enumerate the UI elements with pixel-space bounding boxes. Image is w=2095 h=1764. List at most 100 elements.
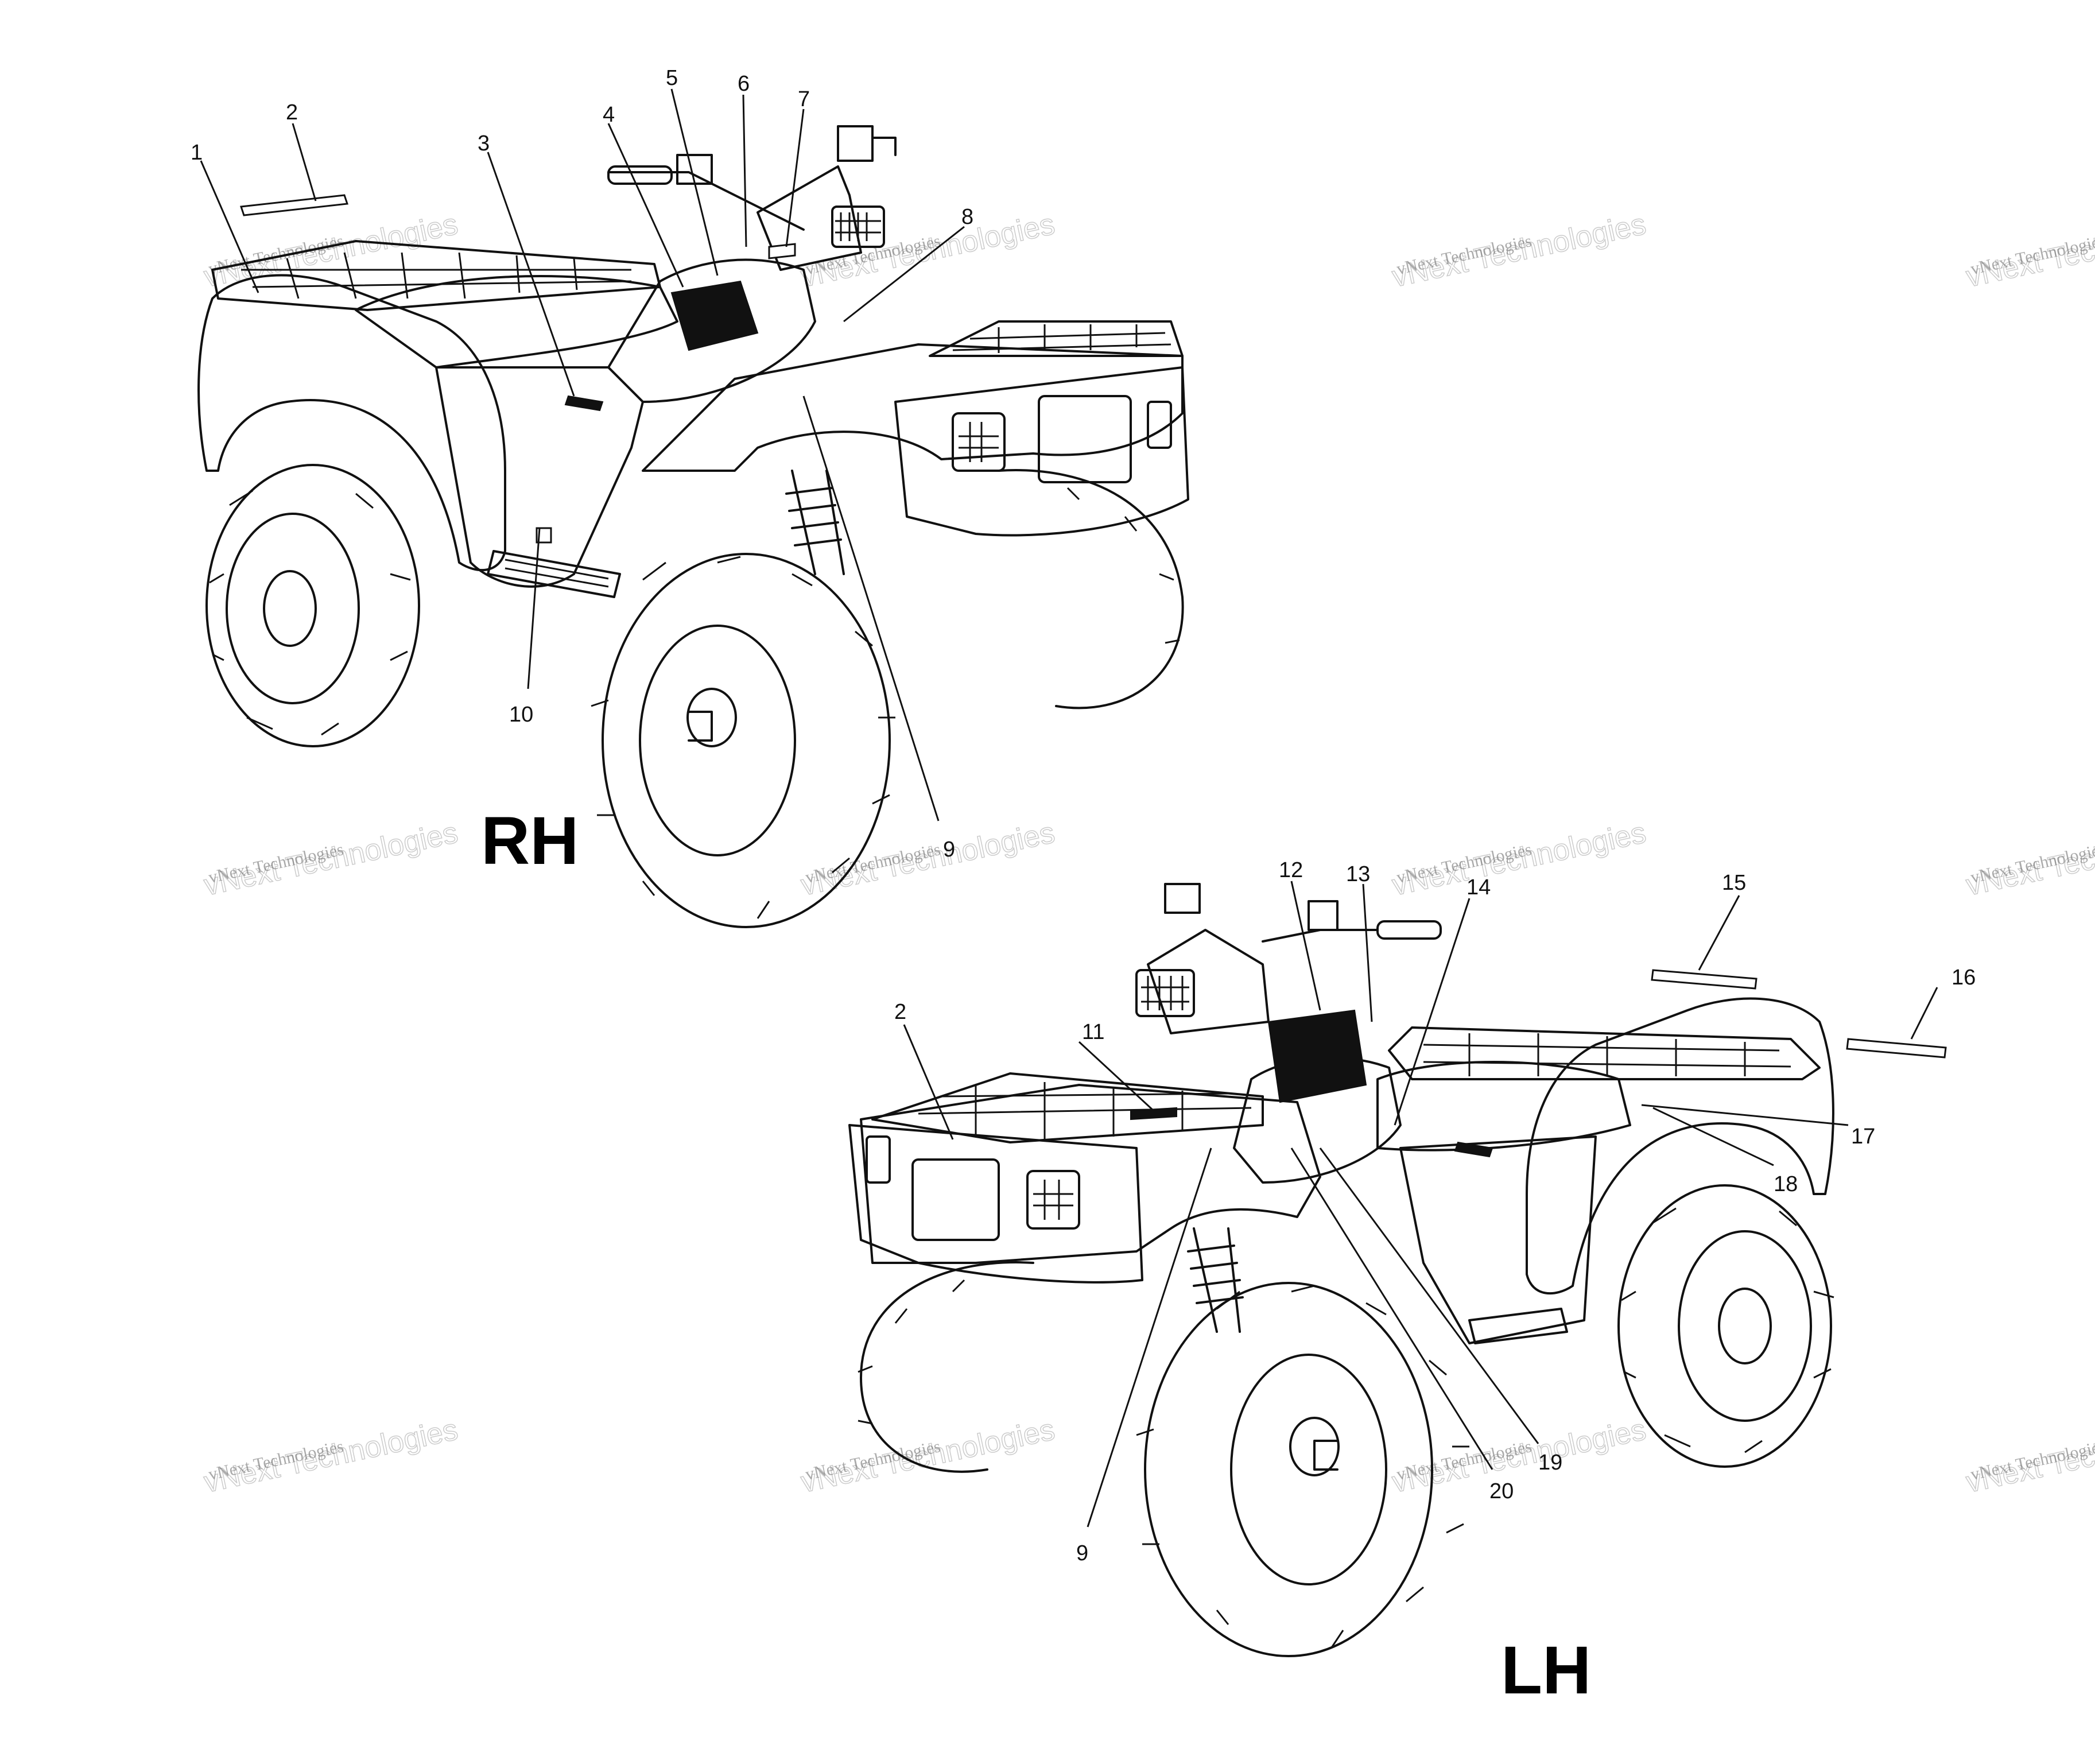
fuel-tank	[607, 258, 816, 403]
callout-7: 7	[798, 87, 810, 111]
callout-8: 8	[961, 205, 973, 229]
decal-7	[768, 243, 796, 259]
leader-18	[1652, 1107, 1774, 1166]
watermark: vNext Technologies vNext Technologies	[1963, 1413, 2095, 1500]
seat-lh	[1376, 1061, 1631, 1152]
callout-19: 19	[1538, 1451, 1562, 1475]
leader-20	[1290, 1147, 1493, 1470]
leader-19	[1319, 1147, 1539, 1444]
front-suspension	[785, 470, 845, 575]
leader-17	[1641, 1104, 1849, 1126]
callout-5: 5	[666, 66, 678, 90]
watermark: vNext Technologies vNext Technologies	[1963, 816, 2095, 903]
callout-11: 11	[1082, 1020, 1104, 1044]
atv-lh-illustration	[848, 883, 1947, 1657]
callout-15: 15	[1722, 871, 1746, 895]
seat	[355, 275, 678, 369]
front-fender	[642, 343, 1184, 472]
leader-lh-9	[1087, 1147, 1212, 1527]
rh-callouts: 1 2 3 4 5 6 7 8 9 10	[191, 66, 973, 862]
leader-12	[1290, 881, 1321, 1011]
leader-5	[670, 88, 719, 276]
front-rack-lh	[871, 1072, 1264, 1143]
leader-lh-2	[903, 1024, 954, 1140]
callout-12: 12	[1279, 858, 1303, 882]
atv-rh-illustration	[197, 125, 1189, 928]
leader-14	[1394, 898, 1471, 1126]
decal-16	[1846, 1038, 1947, 1059]
leader-9	[802, 396, 940, 821]
front-wheel-far-lh	[858, 1261, 1034, 1473]
footrest-lh	[1468, 1308, 1568, 1344]
leader-11	[1078, 1041, 1155, 1112]
rear-wheel-lh	[1617, 1184, 1834, 1468]
front-bumper	[894, 366, 1189, 537]
headlight-pod	[756, 165, 862, 271]
decal-4-model-logo	[670, 280, 759, 351]
front-wheel-near-lh	[1136, 1282, 1469, 1657]
leader-13	[1362, 883, 1373, 1022]
leader-15	[1698, 895, 1740, 971]
callout-18: 18	[1774, 1172, 1798, 1196]
callout-1: 1	[191, 141, 203, 165]
side-panel-lh	[1399, 1135, 1597, 1344]
lh-callouts: 2 11 12 13 14 15 16 17 18 19 20 9	[894, 858, 1976, 1565]
handlebar-lh	[1164, 883, 1442, 943]
callout-lh-9: 9	[1076, 1541, 1088, 1565]
leader-7	[785, 108, 805, 247]
lh-leader-lines	[903, 881, 1938, 1527]
watermark: vNext Technologies vNext Technologies	[201, 1413, 461, 1500]
watermark: vNext Technologies vNext Technologies	[798, 1413, 1058, 1500]
callout-17: 17	[1851, 1125, 1875, 1149]
rh-leader-lines	[200, 88, 965, 821]
front-wheel-far	[998, 469, 1184, 710]
front-bumper-lh	[848, 1124, 1143, 1284]
callout-13: 13	[1346, 862, 1370, 886]
watermark: vNext Technologies vNext Technologies	[798, 816, 1058, 903]
callout-2: 2	[286, 100, 298, 125]
rh-decals	[239, 194, 796, 544]
footrest	[487, 550, 621, 598]
decal-11-brand	[1130, 1107, 1177, 1121]
watermark: vNext Technologies vNext Technologies	[1963, 207, 2095, 294]
decal-15	[1651, 969, 1758, 990]
headlight-pod-lh	[1147, 929, 1270, 1034]
decal-lh-4x4	[1454, 1141, 1493, 1158]
callout-14: 14	[1466, 875, 1491, 900]
decal-13-model-logo	[1267, 1009, 1367, 1103]
callout-16: 16	[1952, 966, 1976, 990]
leader-1	[200, 160, 259, 293]
decal-10	[536, 527, 552, 544]
leader-2	[292, 123, 317, 201]
leader-10	[527, 528, 541, 689]
callout-10: 10	[509, 703, 533, 727]
decal-2-rear-rack	[239, 194, 349, 216]
view-label-lh: LH	[1501, 1633, 1591, 1708]
leader-6	[742, 94, 747, 247]
front-fender-lh	[860, 1084, 1321, 1264]
leader-16	[1910, 987, 1938, 1040]
watermark: vNext Technologies vNext Technologies	[1389, 816, 1650, 903]
callout-lh-2: 2	[894, 1000, 906, 1024]
front-suspension-lh	[1187, 1227, 1244, 1333]
lh-decals	[1130, 969, 1947, 1158]
leader-3	[487, 152, 575, 397]
view-label-rh: RH	[481, 803, 579, 879]
rear-fender	[197, 274, 506, 571]
front-rack	[929, 320, 1184, 357]
rear-rack-lh	[1388, 1026, 1821, 1080]
handlebar	[607, 125, 897, 231]
leader-8	[843, 226, 965, 323]
watermark: vNext Technologies vNext Technologies	[1389, 207, 1650, 294]
front-wheel-near	[591, 553, 895, 928]
callout-6: 6	[738, 72, 750, 96]
rear-fender-lh	[1526, 997, 1834, 1294]
side-panel	[435, 366, 644, 588]
decal-3-4x4	[564, 395, 604, 412]
callout-20: 20	[1489, 1479, 1514, 1503]
leader-4	[607, 123, 684, 288]
callout-4: 4	[603, 103, 615, 127]
callout-3: 3	[478, 131, 490, 156]
callout-9: 9	[943, 838, 955, 862]
